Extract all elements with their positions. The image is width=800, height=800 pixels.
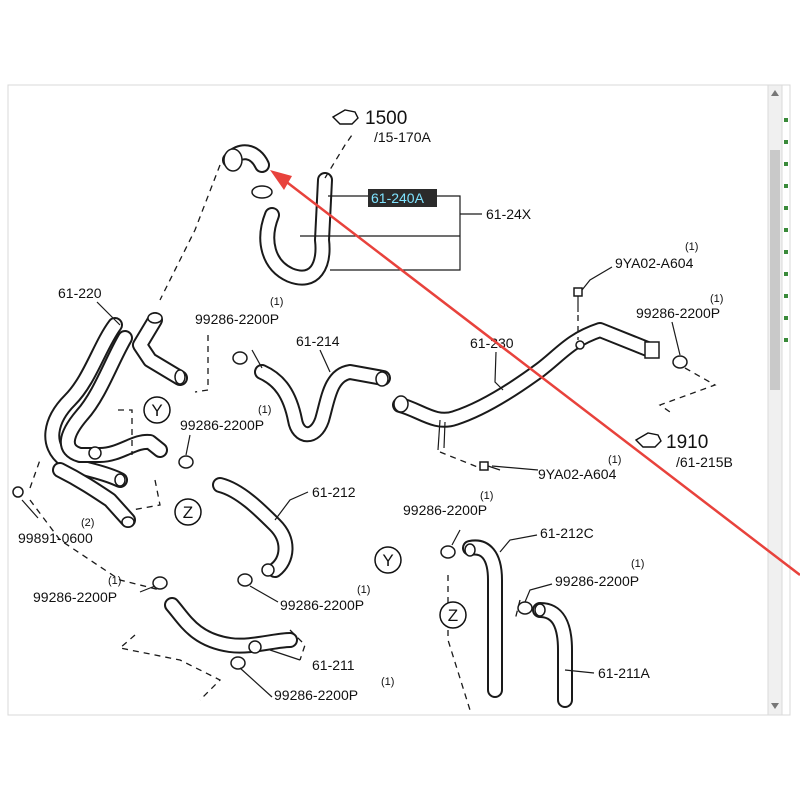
hose-61-214 — [254, 364, 391, 443]
ref-1500: 1500 — [365, 108, 407, 129]
plug-icon — [12, 486, 24, 498]
clamp-g-label: 99286-2200P — [280, 597, 364, 613]
hose-61-212C — [462, 539, 503, 698]
ref-1910: 1910 — [666, 432, 708, 453]
clamp-icon — [237, 573, 253, 587]
marker-y-left: Y — [143, 396, 171, 424]
part-61-214-label: 61-214 — [296, 333, 340, 349]
clamp-c-qty: (1) — [258, 404, 271, 416]
green-plus-icon — [784, 118, 788, 342]
marker-z-right-label: Z — [448, 606, 458, 625]
bolt-mid-qty: (1) — [608, 454, 621, 466]
clamp-e-label: 99286-2200P — [555, 573, 639, 589]
clamp-a-qty: (1) — [270, 296, 283, 308]
vertical-scrollbar[interactable] — [767, 84, 783, 716]
clamp-g-qty: (1) — [357, 584, 370, 596]
marker-z-left: Z — [174, 498, 202, 526]
clamp-h-qty: (1) — [381, 676, 394, 688]
clamp-icon — [232, 351, 248, 365]
marker-z-left-label: Z — [183, 503, 193, 522]
marker-z-right: Z — [439, 601, 467, 629]
bolt-top-label: 9YA02-A604 — [615, 255, 694, 271]
part-61-212-label: 61-212 — [312, 484, 356, 500]
part-61-240A-label: 61-240A — [371, 190, 425, 206]
clamp-icon — [440, 545, 456, 559]
clamp-icon — [230, 656, 246, 670]
red-annotation-arrow — [270, 170, 800, 576]
pointing-hand-icon — [634, 432, 662, 448]
scroll-up-arrow-icon[interactable] — [771, 90, 779, 96]
clamp-icon — [152, 576, 168, 590]
leader-lines — [21, 266, 681, 698]
marker-y-right-label: Y — [382, 551, 393, 570]
ref-1500-sub: /15-170A — [374, 129, 431, 145]
clamp-icon — [672, 355, 688, 369]
hose-61-240A — [222, 144, 333, 286]
part-61-212C-label: 61-212C — [540, 525, 594, 541]
scroll-down-arrow-icon[interactable] — [771, 703, 779, 709]
clamp-d-qty: (1) — [480, 490, 493, 502]
clamp-e-qty: (1) — [631, 558, 644, 570]
clamp-b-qty: (1) — [710, 293, 723, 305]
clamp-icon — [178, 455, 194, 469]
clamp-a-label: 99286-2200P — [195, 311, 279, 327]
highlight-box — [368, 189, 437, 207]
clamp-icon — [517, 601, 533, 615]
hose-61-211 — [164, 597, 298, 654]
clamp-b-label: 99286-2200P — [636, 305, 720, 321]
clamp-f-qty: (1) — [108, 575, 121, 587]
plug-label: 99891-0600 — [18, 530, 93, 546]
hose-61-220 — [44, 312, 188, 528]
clamp-h-label: 99286-2200P — [274, 687, 358, 703]
scrollbar-thumb[interactable] — [770, 150, 780, 390]
ref-1910-sub: /61-215B — [676, 454, 733, 470]
marker-y-left-label: Y — [151, 401, 162, 420]
hose-61-211A — [532, 602, 573, 708]
clamp-d-label: 99286-2200P — [403, 502, 487, 518]
plug-qty: (2) — [81, 517, 94, 529]
hose-61-212 — [212, 477, 294, 578]
diagram-frame — [7, 84, 791, 716]
pointing-hand-icon — [331, 109, 359, 125]
bolt-mid-label: 9YA02-A604 — [538, 466, 617, 482]
bolt-icon — [573, 287, 583, 312]
part-61-24X-label: 61-24X — [486, 206, 532, 222]
part-61-211-label: 61-211 — [312, 657, 355, 673]
part-61-230-label: 61-230 — [470, 335, 514, 351]
marker-y-right: Y — [374, 546, 402, 574]
clamp-f-label: 99286-2200P — [33, 589, 117, 605]
part-61-220-label: 61-220 — [58, 285, 102, 301]
hose-61-230 — [392, 322, 660, 451]
dashed-guides — [29, 134, 717, 711]
bolt-top-qty: (1) — [685, 241, 698, 253]
clamp-c-label: 99286-2200P — [180, 417, 264, 433]
bolt-icon — [479, 461, 501, 471]
part-61-211A-label: 61-211A — [598, 665, 651, 681]
